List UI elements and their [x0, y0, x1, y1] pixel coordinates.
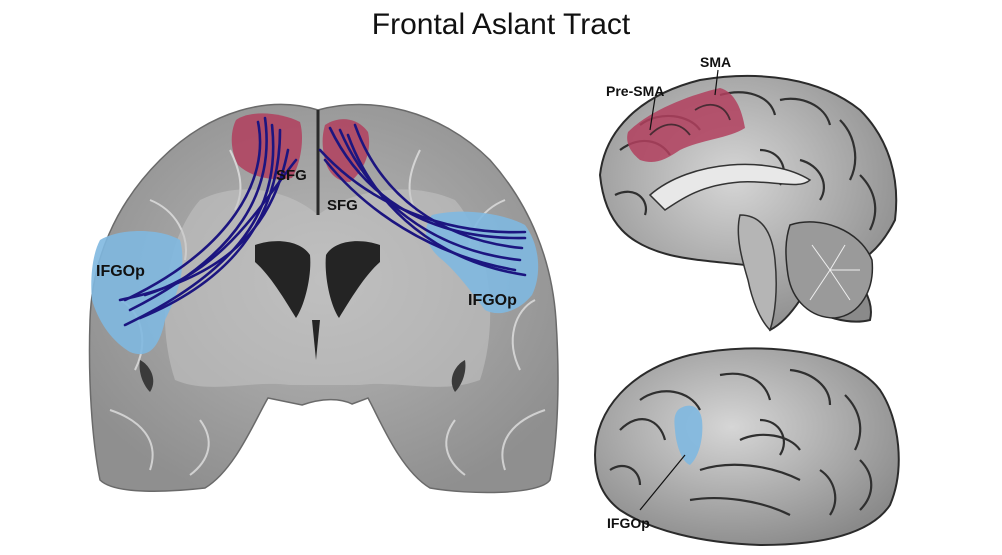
fat-fiber-left-6 — [143, 158, 298, 297]
brainstem — [737, 214, 777, 332]
fat-fiber-right-6 — [318, 148, 527, 234]
coronal-brain-slice: SFG SFG IFGOp IFGOp — [88, 103, 559, 494]
pre-sma-leader-line — [649, 97, 656, 131]
lateral-gyri — [609, 368, 873, 516]
pre-sma-sma-region — [627, 88, 745, 162]
sma-gyri-lines — [649, 103, 731, 136]
medial-brain-view: Pre-SMA SMA — [598, 54, 898, 332]
fat-fiber-left-2 — [128, 116, 268, 312]
lateral-brain-outline — [593, 347, 900, 547]
label-sfg-right: SFG — [327, 197, 358, 214]
fat-fiber-right-5 — [323, 158, 517, 272]
corpus-callosum — [648, 163, 812, 211]
cerebellum-arbor-vitae — [809, 244, 860, 301]
figure-title: Frontal Aslant Tract — [371, 8, 631, 41]
cerebellum — [785, 221, 874, 319]
fat-fiber-right-3 — [346, 133, 527, 277]
fat-fiber-right-4 — [353, 123, 524, 250]
frontal-aslant-tract-fibers — [118, 116, 527, 327]
label-sma: SMA — [700, 54, 731, 70]
label-ifgop-lateral: IFGOp — [607, 515, 650, 531]
lateral-brain-view: IFGOp — [593, 347, 900, 547]
ifgop-region-left — [91, 231, 183, 355]
fat-fiber-right-2 — [338, 128, 522, 262]
lateral-ventricles — [255, 241, 380, 360]
label-sfg-left: SFG — [276, 167, 307, 184]
ifgop-region-lateral — [674, 405, 703, 465]
sma-leader-line — [714, 69, 719, 96]
label-ifgop-left: IFGOp — [96, 263, 145, 280]
ifgop-leader-line — [639, 454, 686, 511]
fat-fiber-left-3 — [123, 123, 275, 327]
fat-fiber-left-1 — [123, 120, 262, 302]
coronal-deep-sulci — [139, 360, 466, 392]
label-ifgop-right: IFGOp — [468, 292, 517, 309]
label-pre-sma: Pre-SMA — [606, 83, 664, 99]
